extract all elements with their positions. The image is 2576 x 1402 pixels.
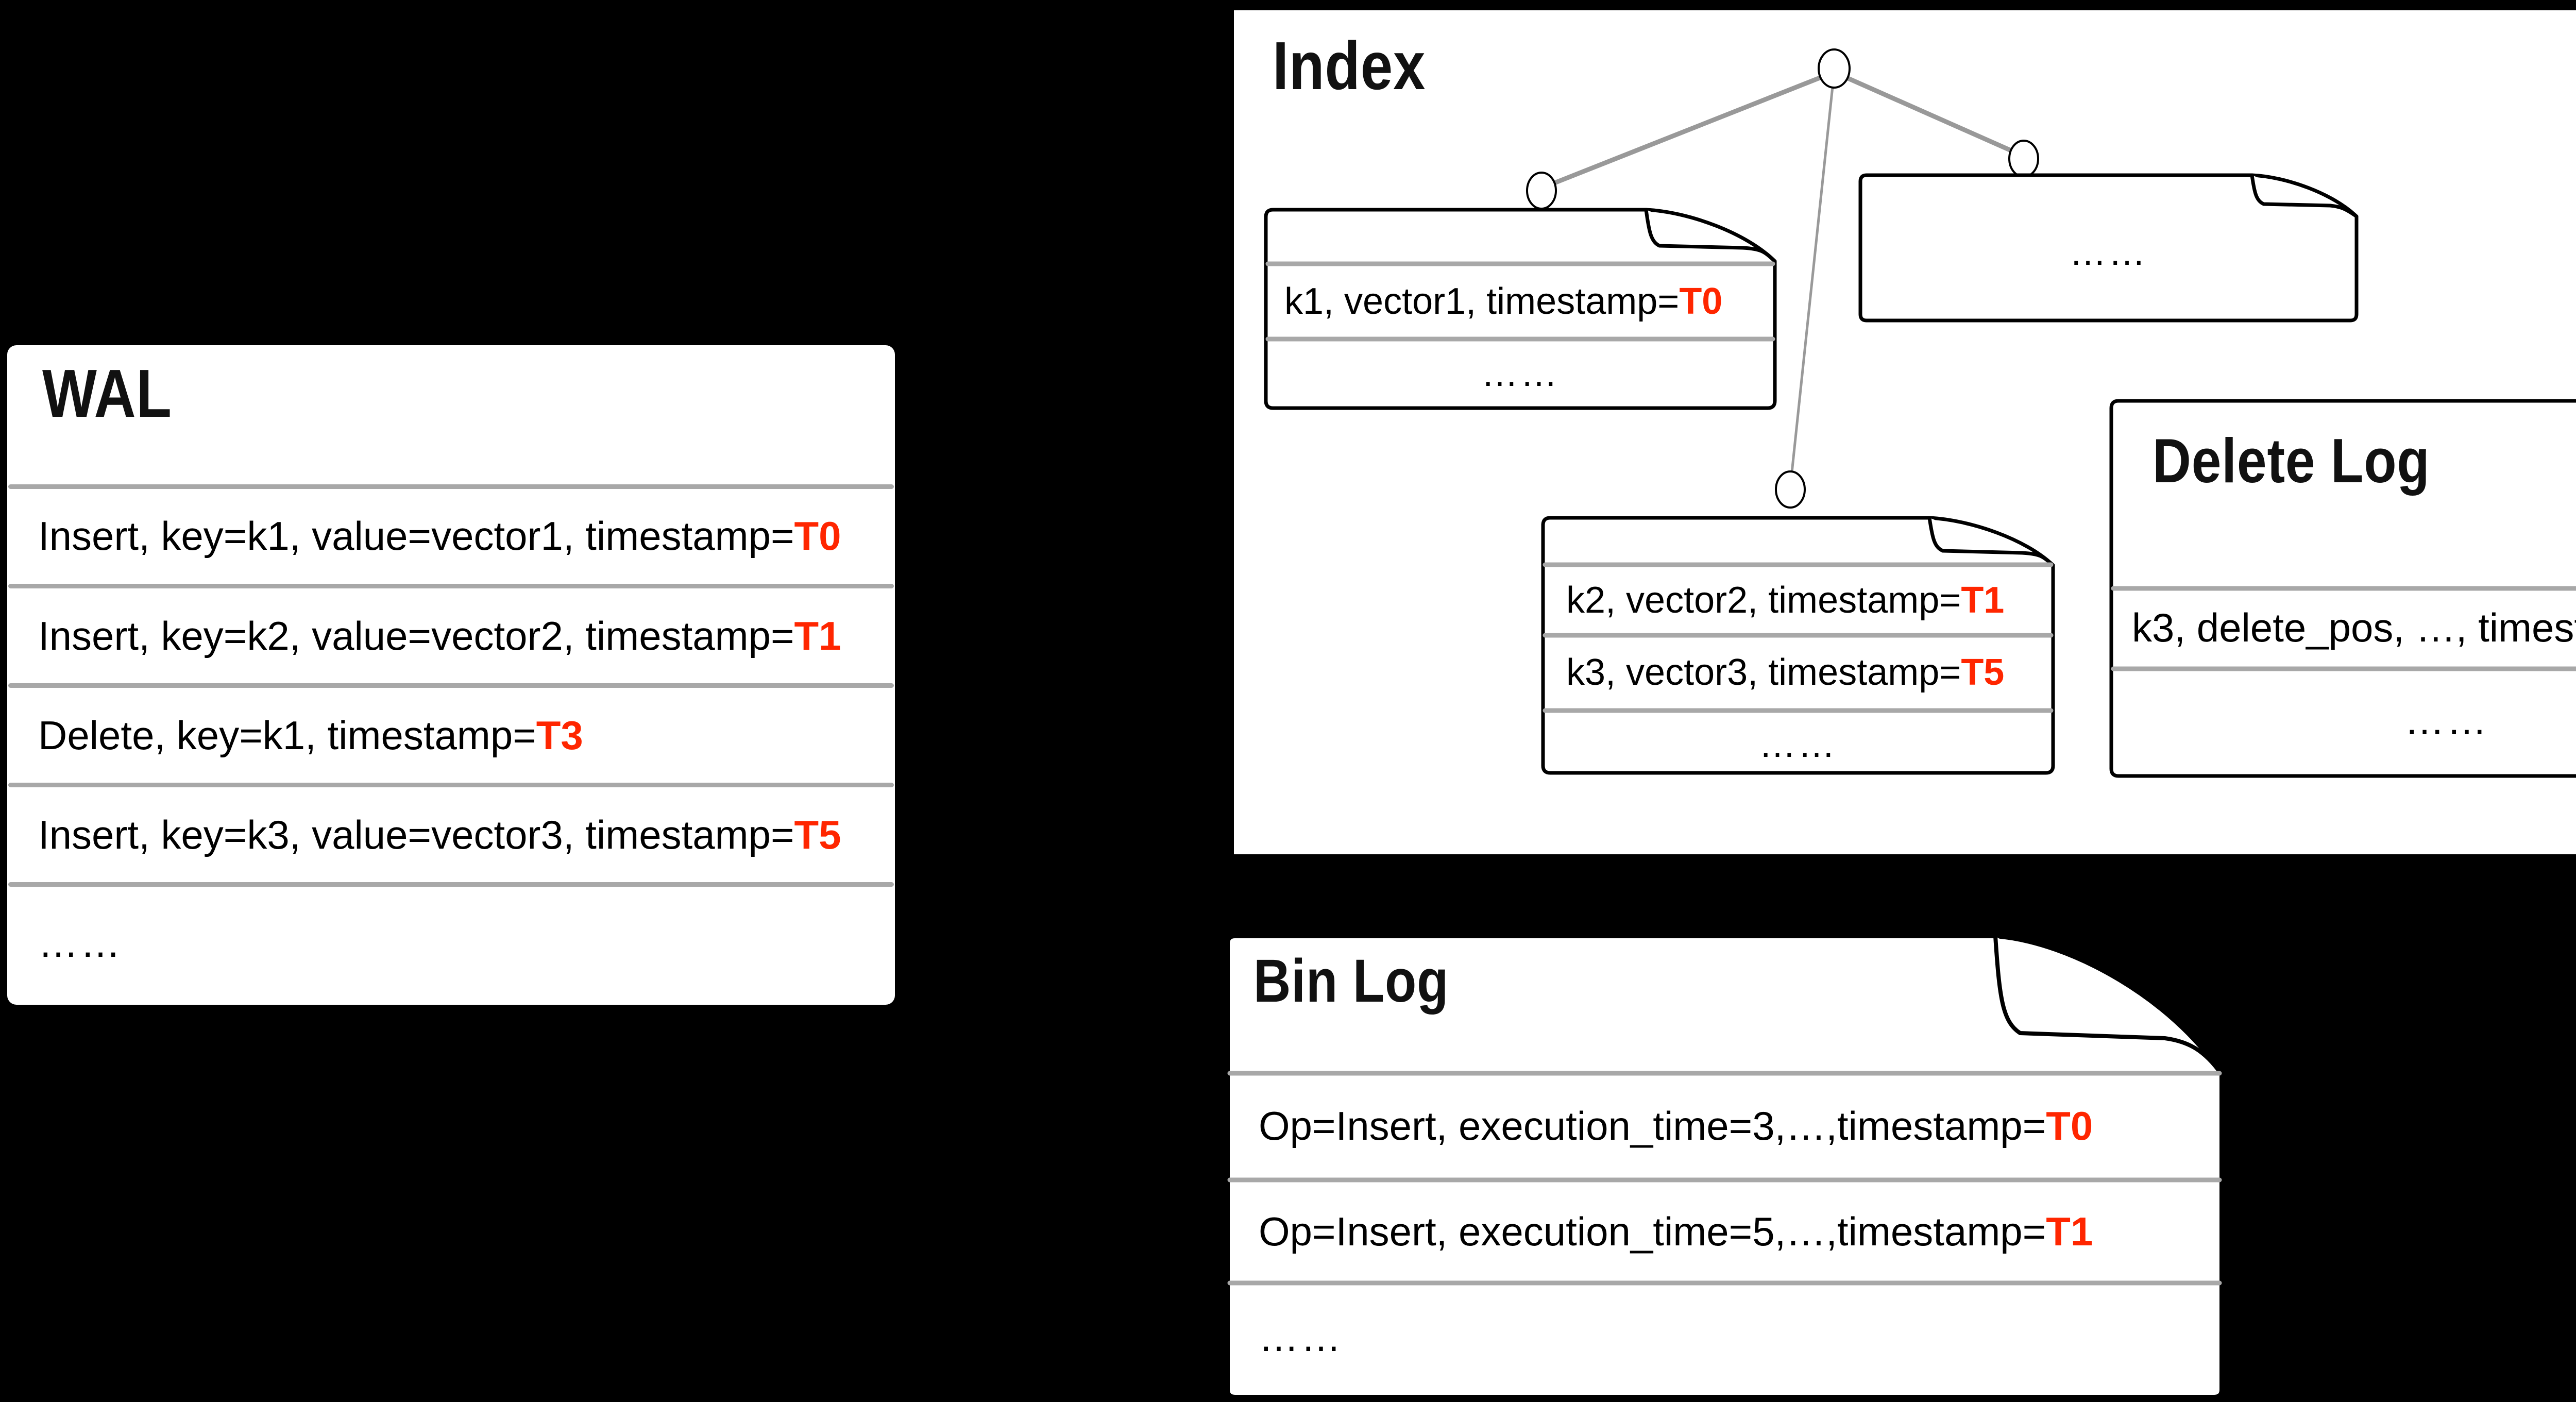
wal-row-timestamp: T3: [536, 713, 583, 758]
index-tree: [1526, 48, 2039, 509]
wal-divider: [8, 484, 894, 489]
page-fold-corner: [1993, 934, 2224, 1076]
wal-row-timestamp: T5: [794, 812, 841, 857]
bin-log-more-row: ……: [1259, 1314, 1343, 1360]
tree-node-left: [1526, 172, 1557, 210]
wal-row: Delete, key=k1, timestamp=T3: [38, 702, 583, 769]
tree-node-right: [2008, 140, 2039, 178]
page-fold-corner: [2250, 173, 2359, 218]
page-more-row: ……: [1759, 724, 1837, 765]
bin-log-row-timestamp: T0: [2046, 1103, 2093, 1148]
page-outline: [1858, 173, 2359, 323]
page-row: k3, vector3, timestamp=T5: [1566, 639, 2004, 706]
index-middle-page: [1541, 516, 2055, 775]
delete-log-title: Delete Log: [2153, 426, 2430, 496]
bin-log-row: Op=Insert, execution_time=3,…,timestamp=…: [1259, 1092, 2093, 1159]
page-more-row: ……: [1481, 353, 1560, 394]
wal-row: Insert, key=k2, value=vector2, timestamp…: [38, 602, 841, 669]
wal-row-text: Insert, key=k3, value=vector3, timestamp…: [38, 812, 794, 857]
bin-log-row-timestamp: T1: [2046, 1209, 2093, 1254]
bin-log-row-text: Op=Insert, execution_time=3,…,timestamp=: [1259, 1103, 2046, 1148]
wal-box: WAL Insert, key=k1, value=vector1, times…: [7, 345, 895, 1005]
bin-log-title: Bin Log: [1253, 947, 1449, 1015]
page-row-timestamp: T5: [1961, 652, 2005, 693]
wal-divider: [8, 683, 894, 688]
tree-node-middle: [1775, 470, 1806, 509]
bin-log-row: Op=Insert, execution_time=5,…,timestamp=…: [1259, 1198, 2093, 1265]
page-row: k1, vector1, timestamp=T0: [1284, 268, 1722, 335]
page-row-text: k3, vector3, timestamp=: [1566, 652, 1961, 693]
wal-title: WAL: [42, 356, 172, 431]
wal-row-text: Insert, key=k2, value=vector2, timestamp…: [38, 613, 794, 658]
page-fold-corner: [1644, 208, 1777, 263]
wal-more-row: ……: [38, 920, 123, 966]
tree-edge-root-left: [1540, 70, 1835, 191]
wal-row-text: Delete, key=k1, timestamp=: [38, 713, 536, 758]
page-row-text: k1, vector1, timestamp=: [1284, 281, 1680, 322]
index-right-page: [1858, 173, 2359, 323]
index-right-page-more: ……: [2069, 232, 2148, 273]
index-left-page: [1264, 208, 1777, 410]
wal-row: Insert, key=k3, value=vector3, timestamp…: [38, 801, 841, 868]
wal-divider: [8, 783, 894, 787]
delete-log-row-text: k3, delete_pos, …, timestamp=: [2132, 605, 2576, 650]
page-fold-corner: [1927, 516, 2055, 567]
delete-log-page: [2109, 399, 2576, 778]
wal-row-timestamp: T0: [794, 513, 841, 559]
wal-row-text: Insert, key=k1, value=vector1, timestamp…: [38, 513, 794, 559]
delete-log-row: k3, delete_pos, …, timestamp=T3: [2132, 594, 2576, 661]
tree-edge-root-right: [1833, 70, 2025, 159]
tree-edge-root-middle: [1789, 72, 1836, 487]
bin-log-row-text: Op=Insert, execution_time=5,…,timestamp=: [1259, 1209, 2046, 1254]
delete-log-more-row: ……: [2404, 698, 2489, 743]
page-outline: [1264, 208, 1777, 410]
wal-divider: [8, 882, 894, 887]
bin-log-page: [1226, 934, 2224, 1399]
wal-divider: [8, 584, 894, 588]
page-row-text: k2, vector2, timestamp=: [1566, 580, 1961, 621]
index-title: Index: [1273, 28, 1426, 104]
page-row-timestamp: T0: [1679, 281, 1723, 322]
page-row: k2, vector2, timestamp=T1: [1566, 567, 2004, 634]
wal-row: Insert, key=k1, value=vector1, timestamp…: [38, 502, 841, 569]
tree-node-root: [1818, 48, 1851, 89]
page-row-timestamp: T1: [1961, 580, 2005, 621]
wal-row-timestamp: T1: [794, 613, 841, 658]
